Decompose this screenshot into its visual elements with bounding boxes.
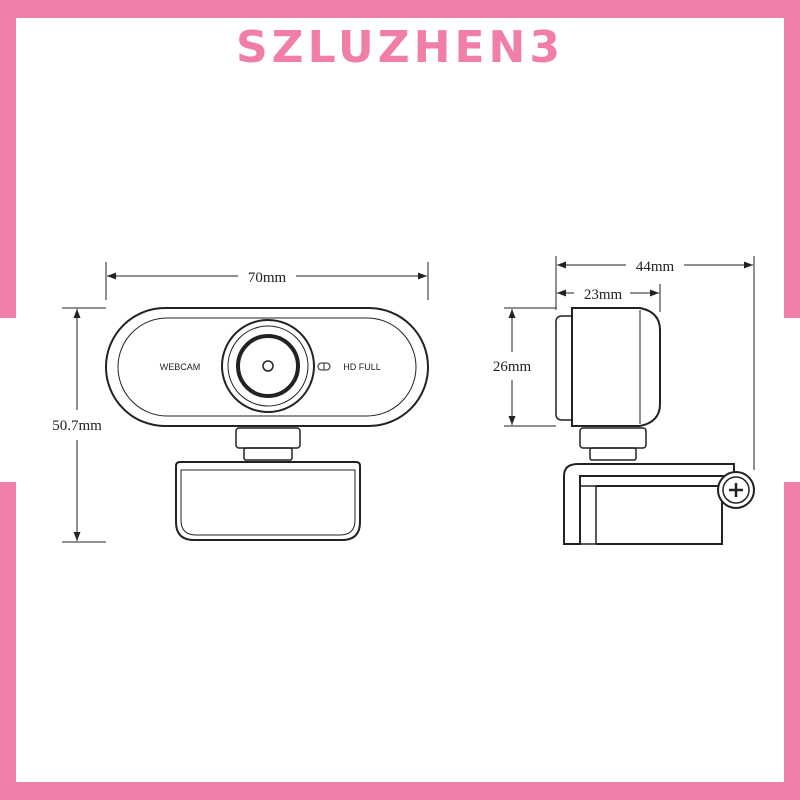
- side-clip-base: [596, 485, 723, 545]
- front-base-clip-inner: [180, 469, 356, 536]
- hd-full-label: HD FULL: [343, 362, 381, 372]
- front-camera-body: [105, 307, 429, 427]
- height-arrow-bottom: [73, 532, 81, 541]
- front-view: [62, 262, 429, 543]
- body-height-label: 26mm: [493, 359, 532, 375]
- body-height-arrow-bottom: [508, 416, 516, 425]
- front-neck-upper: [235, 427, 301, 449]
- side-view: [504, 256, 755, 545]
- depth-arrow-right: [744, 261, 753, 269]
- front-camera-bezel: [117, 317, 417, 417]
- lens-middle-ring: [227, 325, 309, 407]
- depth-arrow-left: [557, 261, 566, 269]
- hinge-knob-inner: [722, 476, 750, 504]
- width-arrow-right: [418, 272, 427, 280]
- side-camera-body: [571, 307, 661, 427]
- side-lens-protrusion: [555, 315, 573, 421]
- frame-bottom-border: [0, 782, 800, 800]
- side-neck-upper: [579, 427, 647, 449]
- hd-glyph-icon: [317, 362, 331, 371]
- frame-top-border: [0, 0, 800, 18]
- side-clip-arm: [563, 463, 735, 545]
- plus-screw-icon: [729, 483, 743, 497]
- webcam-label: WEBCAM: [160, 362, 201, 372]
- body-depth-arrow-right: [650, 289, 659, 297]
- frame-right-lower-border: [784, 482, 800, 800]
- body-depth-label: 23mm: [584, 287, 623, 303]
- height-arrow-top: [73, 309, 81, 318]
- frame-left-upper-border: [0, 0, 16, 318]
- body-depth-arrow-left: [557, 289, 566, 297]
- body-height-arrow-top: [508, 309, 516, 318]
- lens-outer-ring: [221, 319, 315, 413]
- lens-inner-ring: [236, 334, 300, 398]
- width-arrow-left: [107, 272, 116, 280]
- height-label: 50.7mm: [52, 418, 102, 434]
- lens-center: [262, 360, 274, 372]
- side-clip-inner: [580, 485, 597, 545]
- front-neck-lower: [243, 447, 293, 461]
- width-label: 70mm: [248, 270, 287, 286]
- frame-right-upper-border: [784, 0, 800, 318]
- side-neck-lower: [589, 447, 637, 461]
- brand-title: SZLUZHEN3: [235, 22, 564, 73]
- frame-left-lower-border: [0, 482, 16, 800]
- front-base-clip: [175, 461, 361, 541]
- depth-label: 44mm: [636, 259, 675, 275]
